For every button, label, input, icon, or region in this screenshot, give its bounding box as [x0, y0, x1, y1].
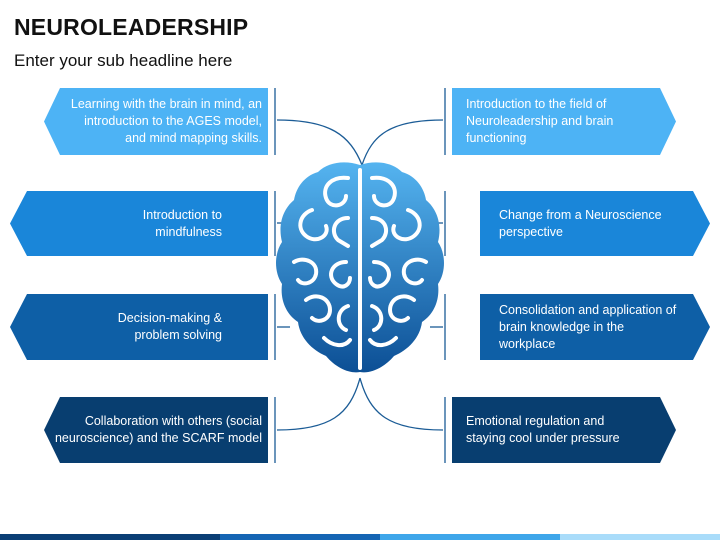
- topic-box-left-2: [10, 191, 268, 256]
- topic-text-right-3: Consolidation and application of brain k…: [499, 302, 677, 351]
- topic-box-right-4: [452, 397, 676, 463]
- topic-text-right-4: Emotional regulation and staying cool un…: [466, 414, 620, 445]
- topic-text-right-1: Introduction to the field of Neuroleader…: [466, 97, 614, 145]
- topic-box-left-3: [10, 294, 268, 360]
- topic-text-left-4: Collaboration with others (social neuros…: [54, 414, 262, 445]
- topic-box-right-2: [480, 191, 710, 256]
- connector-left-4: [276, 377, 361, 431]
- bottom-accent-bar: [0, 534, 720, 540]
- connector-right-1: [361, 119, 444, 166]
- topic-box-left-4: [44, 397, 268, 463]
- topic-box-right-1: [452, 88, 676, 155]
- connector-right-4: [359, 377, 444, 431]
- connector-left-1: [276, 119, 363, 166]
- connector-lines: [274, 88, 446, 463]
- page-subtitle: Enter your sub headline here: [14, 51, 233, 70]
- page-title: NEUROLEADERSHIP: [14, 14, 249, 40]
- topic-text-left-1: Learning with the brain in mind, an intr…: [70, 97, 262, 145]
- topic-text-left-3: Decision-making & problem solving: [117, 311, 222, 342]
- topic-box-left-1: [44, 88, 268, 155]
- topic-box-right-3: [480, 294, 710, 360]
- topic-text-right-2: Change from a Neuroscience perspective: [499, 207, 662, 239]
- brain-icon: [276, 162, 444, 373]
- topic-text-left-2: Introduction to mindfulness: [142, 207, 222, 239]
